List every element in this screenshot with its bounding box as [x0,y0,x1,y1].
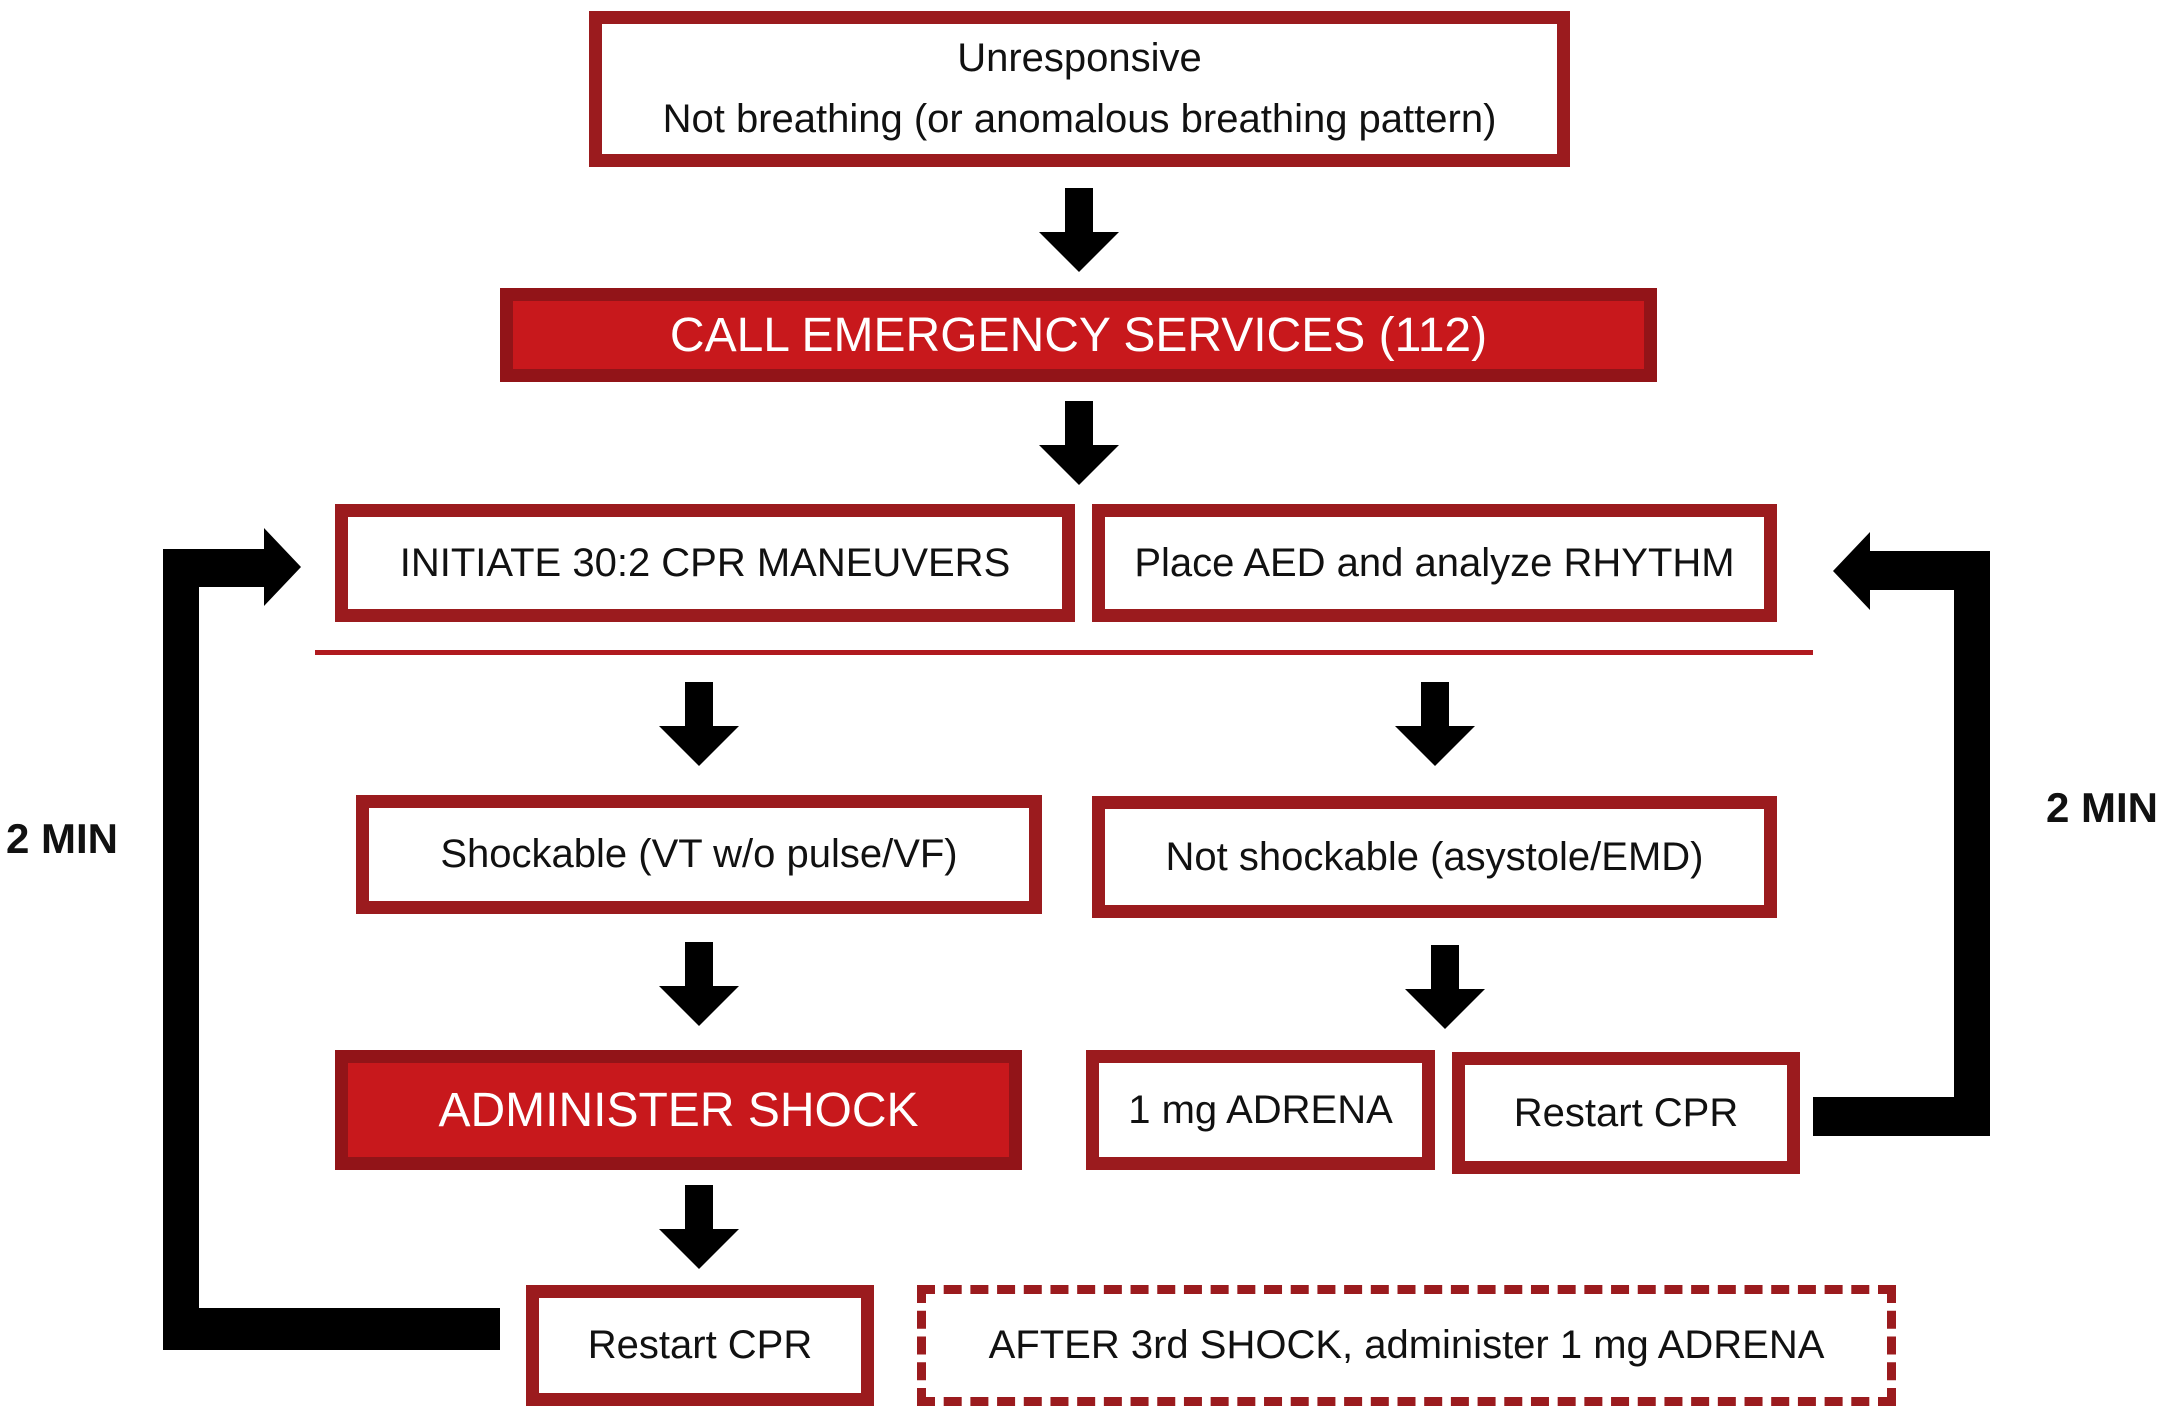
divider-line [315,650,1813,655]
arrow-down-icon [659,942,739,1026]
restart-cpr-left-node: Restart CPR [526,1285,874,1406]
arrow-down-icon [1405,945,1485,1029]
arrow-down-icon [659,682,739,766]
aed-node: Place AED and analyze RHYTHM [1092,504,1777,622]
arrow-down-icon [1395,682,1475,766]
start-line-2: Not breathing (or anomalous breathing pa… [662,97,1497,141]
cpr-node: INITIATE 30:2 CPR MANEUVERS [335,504,1075,622]
not-shockable-node: Not shockable (asystole/EMD) [1092,796,1777,918]
adrena-node: 1 mg ADRENA [1086,1050,1435,1170]
start-node: Unresponsive Not breathing (or anomalous… [589,11,1570,167]
restart-cpr-right-node: Restart CPR [1452,1052,1800,1174]
start-line-1: Unresponsive [957,36,1202,80]
left-loop-arrow-icon [163,528,500,1350]
administer-shock-node: ADMINISTER SHOCK [335,1050,1022,1170]
right-loop-label: 2 MIN [2046,784,2159,831]
arrow-down-icon [1039,188,1119,272]
right-loop-arrow-icon [1813,532,1990,1136]
left-loop-label: 2 MIN [6,815,119,862]
arrow-down-icon [1039,401,1119,485]
call-emergency-node: CALL EMERGENCY SERVICES (112) [500,288,1657,382]
after-third-shock-node: AFTER 3rd SHOCK, administer 1 mg ADRENA [917,1285,1896,1406]
shockable-node: Shockable (VT w/o pulse/VF) [356,795,1042,914]
arrow-down-icon [659,1185,739,1269]
